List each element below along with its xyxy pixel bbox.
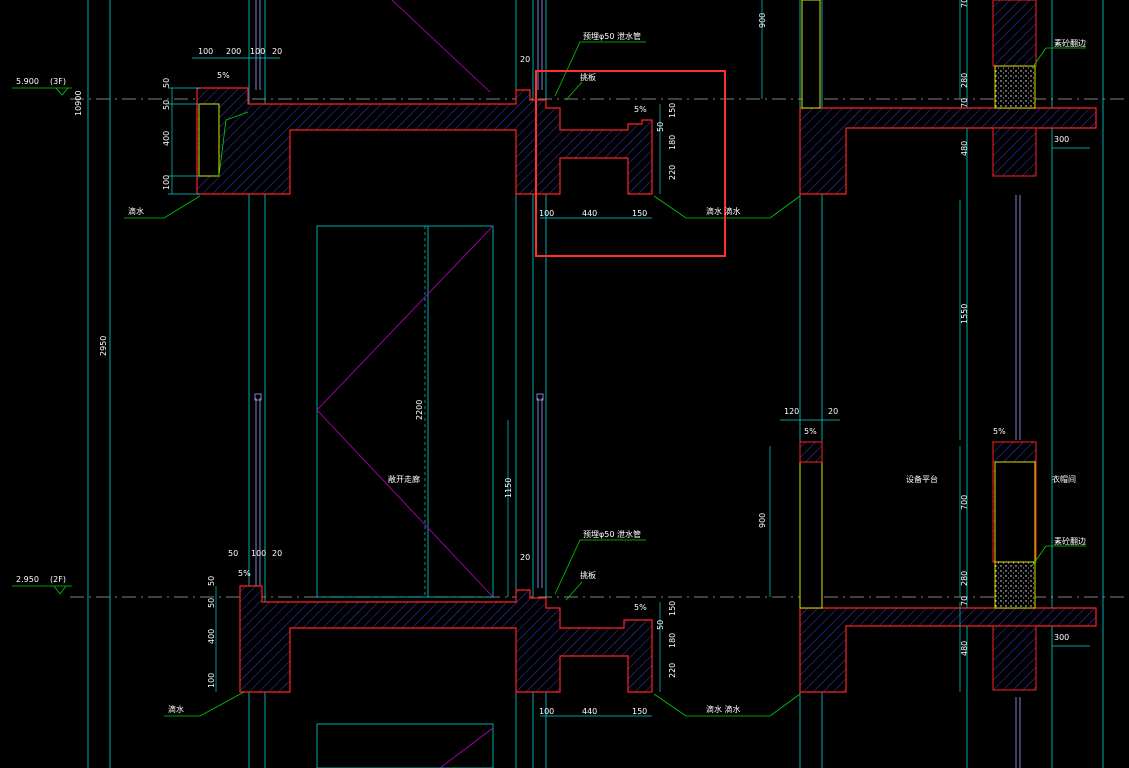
dim-text: 100 — [250, 47, 265, 56]
dimension-lines — [168, 0, 1090, 717]
dim-text: 20 — [272, 549, 282, 558]
dim-text: 50 — [656, 620, 665, 630]
window-frames — [254, 0, 1021, 768]
label-ledge-upper: 挑板 — [580, 72, 596, 82]
label-equipment-platform: 设备平台 — [906, 474, 938, 484]
label-drain-pipe-upper: 预埋φ50 泄水管 — [583, 31, 641, 41]
dim-text: 100 — [251, 549, 266, 558]
dim-text: 50 — [162, 78, 171, 88]
upper-slab-section — [196, 0, 1097, 195]
dim-text: 100 — [198, 47, 213, 56]
door-swing-lines — [316, 0, 494, 768]
dim-text: 440 — [582, 707, 597, 716]
dim-text: 280 — [960, 73, 969, 88]
dim-text: 20 — [520, 55, 530, 64]
dim-text: 2950 — [99, 336, 108, 356]
dim-text: 180 — [668, 135, 677, 150]
dim-text: 180 — [668, 633, 677, 648]
dim-text: 1550 — [960, 304, 969, 324]
dim-text: 50 — [207, 576, 216, 586]
dim-text: 300 — [1054, 135, 1069, 144]
dim-text: 50 — [228, 549, 238, 558]
dim-text: 300 — [1054, 633, 1069, 642]
dim-text: 10900 — [74, 91, 83, 116]
dim-text: 100 — [162, 175, 171, 190]
label-drip-double-upper: 滴水 滴水 — [706, 206, 741, 216]
dim-text: 700 — [960, 495, 969, 510]
dim-text: 400 — [207, 629, 216, 644]
dim-text: 100 — [207, 673, 216, 688]
dim-text: 400 — [162, 131, 171, 146]
level-upper-value: 5.900 — [16, 77, 39, 86]
label-ledge-lower: 挑板 — [580, 570, 596, 580]
dim-text: 900 — [758, 513, 767, 528]
dim-text: 20 — [828, 407, 838, 416]
corridor-door-frames — [316, 225, 494, 768]
dim-text: 220 — [668, 165, 677, 180]
dim-text: 480 — [960, 141, 969, 156]
slope-label: 5% — [217, 71, 230, 80]
dim-text: 150 — [668, 601, 677, 616]
dim-text: 150 — [632, 209, 647, 218]
dim-text: 900 — [758, 13, 767, 28]
label-drip-left-upper: 滴水 — [128, 206, 144, 216]
label-wardrobe: 衣帽间 — [1052, 474, 1076, 484]
dim-text: 480 — [960, 641, 969, 656]
dim-text: 220 — [668, 663, 677, 678]
lower-slab-section — [239, 441, 1097, 693]
dim-text: 120 — [784, 407, 799, 416]
label-drip-left-lower: 滴水 — [168, 704, 184, 714]
label-drain-pipe-lower: 预埋φ50 泄水管 — [583, 529, 641, 539]
dim-text: 2200 — [415, 400, 424, 420]
dim-text: 20 — [272, 47, 282, 56]
dim-text: 280 — [960, 571, 969, 586]
label-plain-concrete-upper: 素砼翻边 — [1054, 38, 1086, 48]
level-lower-value: 2.950 — [16, 575, 39, 584]
dim-text: 70 — [960, 98, 969, 108]
slope-label: 5% — [634, 603, 647, 612]
level-lower-floor: (2F) — [50, 575, 66, 584]
dim-text: 50 — [207, 598, 216, 608]
slope-label: 5% — [634, 105, 647, 114]
dim-text: 440 — [582, 209, 597, 218]
slope-label: 5% — [238, 569, 251, 578]
leader-lines — [12, 41, 1086, 717]
dim-text: 50 — [656, 122, 665, 132]
dim-text: 200 — [226, 47, 241, 56]
dim-text: 700 — [960, 0, 969, 8]
dim-text: 150 — [668, 103, 677, 118]
dim-text: 50 — [162, 100, 171, 110]
dim-text: 150 — [632, 707, 647, 716]
level-upper-floor: (3F) — [50, 77, 66, 86]
vertical-dim-texts: 50 400 100 50 150 50 180 220 50 50 400 1… — [74, 0, 969, 688]
dim-text: 70 — [960, 596, 969, 606]
dim-text: 20 — [520, 553, 530, 562]
slope-label: 5% — [804, 427, 817, 436]
slope-label: 5% — [993, 427, 1006, 436]
selection-box[interactable] — [535, 70, 726, 257]
dim-text: 1150 — [504, 478, 513, 498]
label-corridor: 敞开走廊 — [388, 474, 420, 484]
label-plain-concrete-lower: 素砼翻边 — [1054, 536, 1086, 546]
label-drip-double-lower: 滴水 滴水 — [706, 704, 741, 714]
dim-text: 100 — [539, 707, 554, 716]
dim-text: 100 — [539, 209, 554, 218]
